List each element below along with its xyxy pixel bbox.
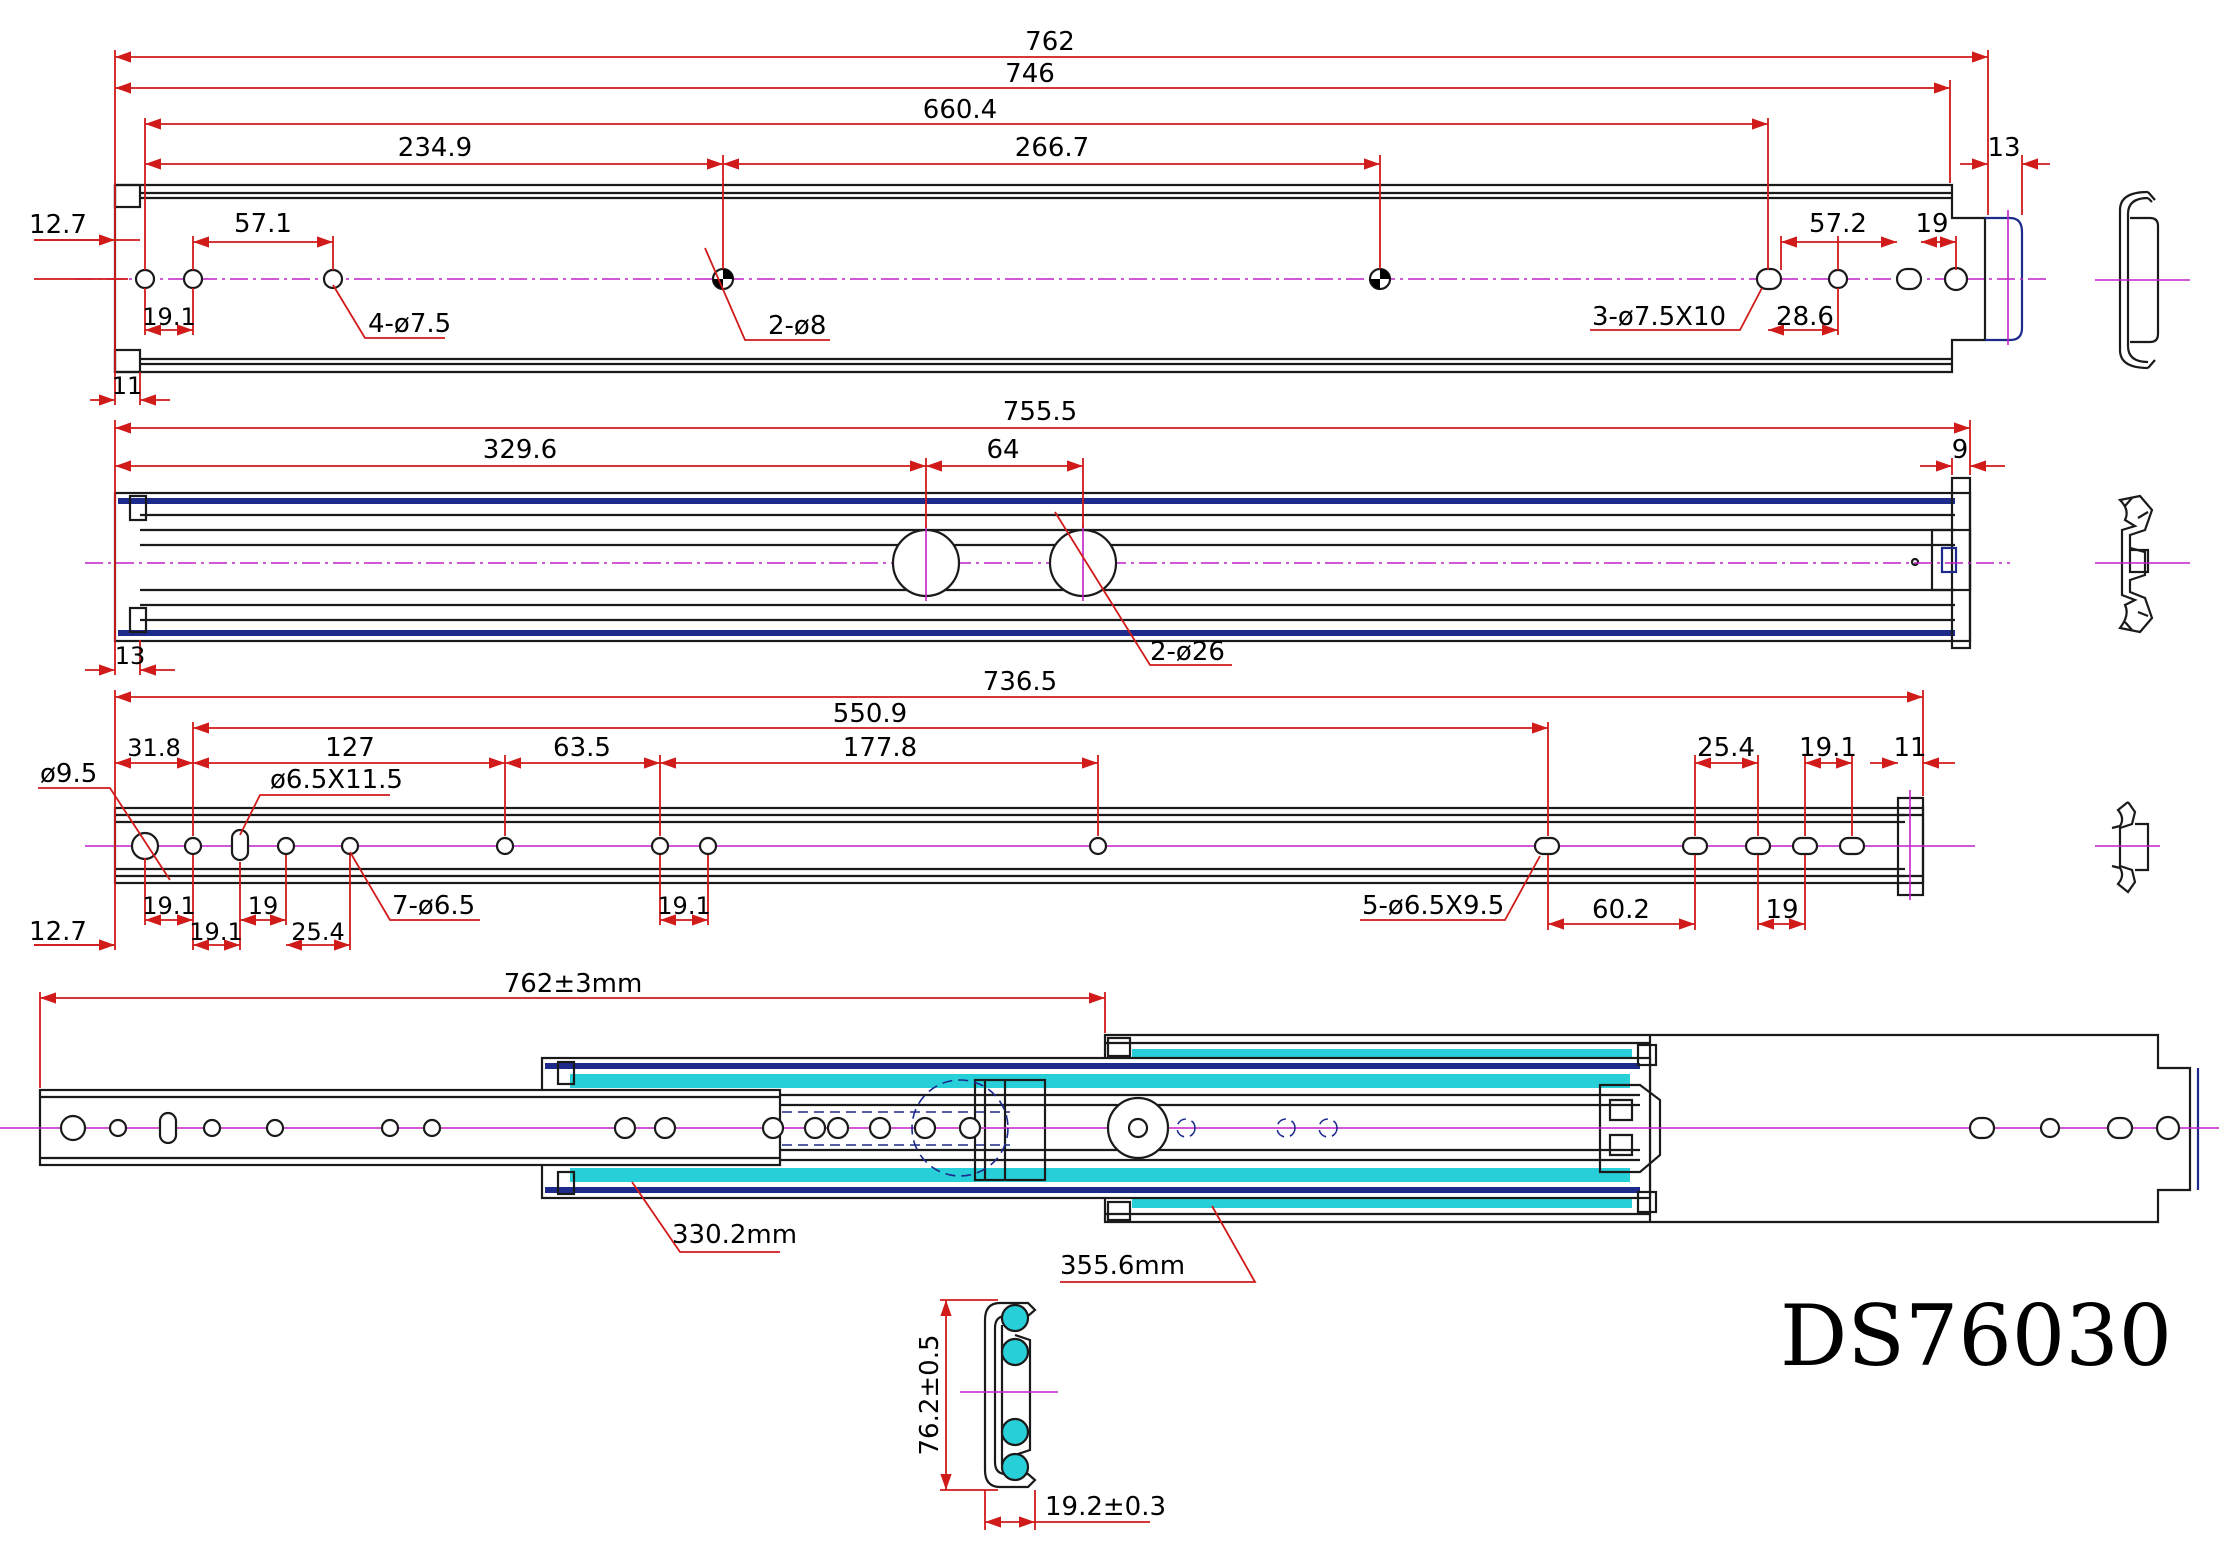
view1-callout-slots: 3-ø7.5X10: [1592, 302, 1726, 332]
view3-dim-60.2: 60.2: [1592, 895, 1650, 925]
view3-profile-section: [2111, 801, 2150, 894]
assembly-dim-overall: 762±3mm: [504, 969, 643, 999]
view3-dim-19.1-a: 19.1: [142, 892, 195, 920]
view3-dim-19.1-top: 19.1: [1799, 733, 1857, 763]
view3-dimensions: [34, 690, 1955, 951]
assembly-dim-inner: 330.2mm: [672, 1220, 797, 1250]
view1-dimensions: [34, 50, 2050, 406]
view2-callout-large-holes: 2-ø26: [1150, 637, 1225, 667]
view3-inner-member: 736.5 550.9 31.8 127 63.5 177.8 25.4 19.…: [29, 667, 2160, 951]
view1-end-bracket: [1985, 216, 2024, 342]
view1-callout-rivets: 2-ø8: [768, 311, 826, 341]
view3-dim-177.8: 177.8: [843, 733, 917, 763]
assembly-dim-middle: 355.6mm: [1060, 1251, 1185, 1281]
view1-hole: [1827, 268, 1849, 290]
view3-slot: [1838, 836, 1866, 856]
view3-hole: [495, 836, 515, 856]
view3-slot: [1744, 836, 1772, 856]
view1-hole: [182, 268, 204, 290]
view3-hole: [650, 836, 670, 856]
view1-slot: [1755, 267, 1783, 291]
view3-dim-19: 19: [248, 892, 279, 920]
view2-dim-329.6: 329.6: [483, 435, 557, 465]
view3-callout-slots: 5-ø6.5X9.5: [1362, 891, 1504, 921]
assembly-release-latch: [1598, 1083, 1662, 1174]
view3-dim-127: 127: [325, 733, 375, 763]
view3-dim-12.7: 12.7: [29, 917, 87, 947]
assembly-view: 762±3mm 330.2mm 355.6mm: [0, 969, 2219, 1283]
view1-dim-762: 762: [1025, 27, 1075, 57]
assembly-dimensions: [39, 992, 1257, 1283]
view2-dim-13: 13: [115, 642, 146, 670]
view3-dim-25.4-bottom: 25.4: [291, 918, 344, 946]
view2-dim-9: 9: [1952, 435, 1969, 465]
view3-slot: [230, 828, 250, 862]
view3-callout-slot: ø6.5X11.5: [270, 765, 403, 795]
view3-dim-19.1-c: 19.1: [657, 892, 710, 920]
view1-dim-660: 660.4: [923, 95, 997, 125]
view3-hole: [698, 836, 718, 856]
view1-dim-266: 266.7: [1015, 133, 1089, 163]
section-dimensions: [940, 1299, 1150, 1530]
view3-dim-19-bottom: 19: [1765, 895, 1798, 925]
view3-dim-736.5: 736.5: [983, 667, 1057, 697]
view1-dim-13: 13: [1987, 133, 2020, 163]
view3-slot: [1681, 836, 1709, 856]
view1-dim-57.1: 57.1: [234, 209, 292, 239]
view3-hole: [1088, 836, 1108, 856]
model-number: DS76030: [1780, 1287, 2172, 1385]
view2-middle-member: 755.5 329.6 64 9 13 2-ø26: [85, 397, 2190, 676]
view1-dim-12.7: 12.7: [29, 210, 87, 240]
view3-hole: [276, 836, 296, 856]
view1-dim-19.1: 19.1: [142, 303, 195, 331]
section-dim-height: 76.2±0.5: [915, 1334, 945, 1455]
view1-outer-member: 762 746 660.4 234.9 266.7 13 12.7 57.1 1…: [29, 27, 2190, 406]
section-dim-width: 19.2±0.3: [1045, 1492, 1166, 1522]
view1-dim-746: 746: [1005, 59, 1055, 89]
view1-dim-57.2: 57.2: [1809, 209, 1867, 239]
view1-dim-19: 19: [1915, 209, 1948, 239]
view3-hole: [340, 836, 360, 856]
view2-profile-section: [2117, 494, 2154, 634]
view1-slot: [1895, 267, 1923, 291]
view3-hole: [183, 836, 203, 856]
view2-dimensions: [85, 420, 2005, 676]
view1-dim-28.6: 28.6: [1776, 302, 1834, 332]
view3-dim-19.1-b: 19.1: [189, 918, 242, 946]
view1-hole: [134, 268, 156, 290]
view1-dim-11: 11: [112, 372, 143, 400]
view1-hole: [1943, 266, 1969, 292]
view2-dim-755.5: 755.5: [1003, 397, 1077, 427]
view3-dim-550.9: 550.9: [833, 699, 907, 729]
view3-dim-63.5: 63.5: [553, 733, 611, 763]
view2-dim-64: 64: [986, 435, 1019, 465]
cross-section-view: 76.2±0.5 19.2±0.3: [915, 1299, 1166, 1530]
view3-slot: [1791, 836, 1819, 856]
view3-dim-11: 11: [1893, 733, 1926, 763]
view3-dim-25.4-top: 25.4: [1697, 733, 1755, 763]
view3-slot: [1533, 836, 1561, 856]
view1-callout-holes: 4-ø7.5: [368, 309, 451, 339]
view3-callout-holes: 7-ø6.5: [392, 891, 475, 921]
assembly-outer-member: [1103, 1033, 2192, 1224]
view3-callout-large-hole: ø9.5: [40, 759, 97, 789]
view3-dim-31.8: 31.8: [127, 734, 180, 762]
view1-dim-234: 234.9: [398, 133, 472, 163]
